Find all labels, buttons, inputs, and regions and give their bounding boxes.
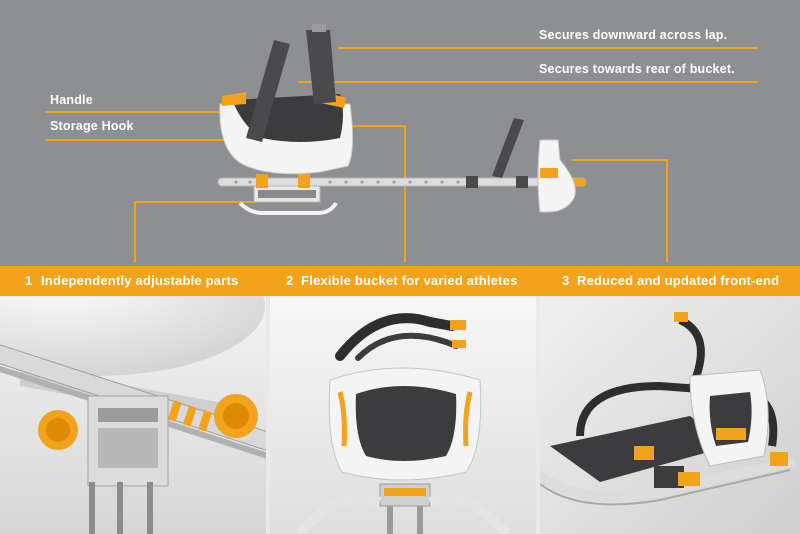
feature-3-number: 3 <box>562 273 570 288</box>
flexible-bucket-photo <box>270 296 536 534</box>
seat-straps <box>246 24 336 142</box>
feature-3-leader-line <box>572 159 668 262</box>
feature-band: 1 Independently adjustable parts 2 Flexi… <box>0 266 800 296</box>
seat-bucket <box>219 90 354 175</box>
side-view-diagram: Secures downward across lap. Secures tow… <box>0 0 800 266</box>
feature-1-leader-line <box>134 201 255 262</box>
sled-side-view-illustration <box>45 24 758 262</box>
front-end-footrest <box>466 118 576 213</box>
rear-strap <box>246 40 290 142</box>
feature-1-number: 1 <box>25 273 33 288</box>
storage-hook-callout: Storage Hook <box>50 119 134 133</box>
seat-skid <box>238 174 338 215</box>
feature-2-label: Flexible bucket for varied athletes <box>301 273 518 288</box>
feature-2-leader-line <box>343 125 406 262</box>
lap-strap-callout: Secures downward across lap. <box>539 28 728 42</box>
feature-2-number: 2 <box>286 273 294 288</box>
adjustable-parts-photo <box>0 296 266 534</box>
feature-3-label: Reduced and updated front-end <box>577 273 780 288</box>
callout-leader-lines <box>45 47 758 262</box>
foot-strap <box>492 118 524 178</box>
front-end-photo <box>540 296 800 534</box>
handle-callout: Handle <box>50 93 93 107</box>
frame-rail <box>217 177 587 187</box>
lap-strap <box>306 30 336 104</box>
feature-1-label: Independently adjustable parts <box>41 273 239 288</box>
rear-strap-callout: Secures towards rear of bucket. <box>539 62 735 76</box>
